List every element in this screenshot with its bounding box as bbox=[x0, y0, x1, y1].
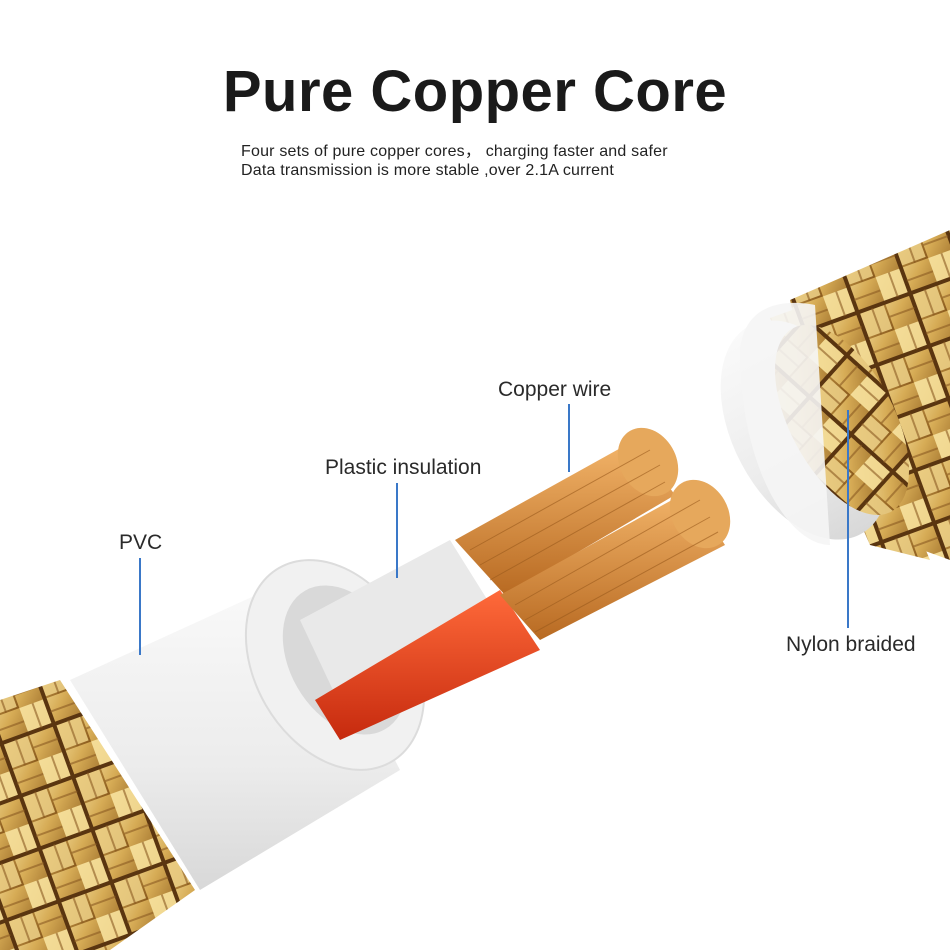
page-title: Pure Copper Core bbox=[222, 59, 728, 124]
subtitle-line-1: Four sets of pure copper cores， charging… bbox=[241, 143, 668, 160]
right-cable-segment bbox=[720, 230, 950, 560]
label-pvc: PVC bbox=[119, 531, 163, 554]
label-plastic-insulation: Plastic insulation bbox=[325, 456, 482, 479]
label-nylon-braided: Nylon braided bbox=[786, 633, 916, 656]
callout-lines bbox=[139, 404, 849, 655]
label-copper-wire: Copper wire bbox=[498, 378, 612, 401]
inner-wires bbox=[300, 427, 731, 740]
subtitle-line-2: Data transmission is more stable ,over 2… bbox=[241, 162, 615, 179]
